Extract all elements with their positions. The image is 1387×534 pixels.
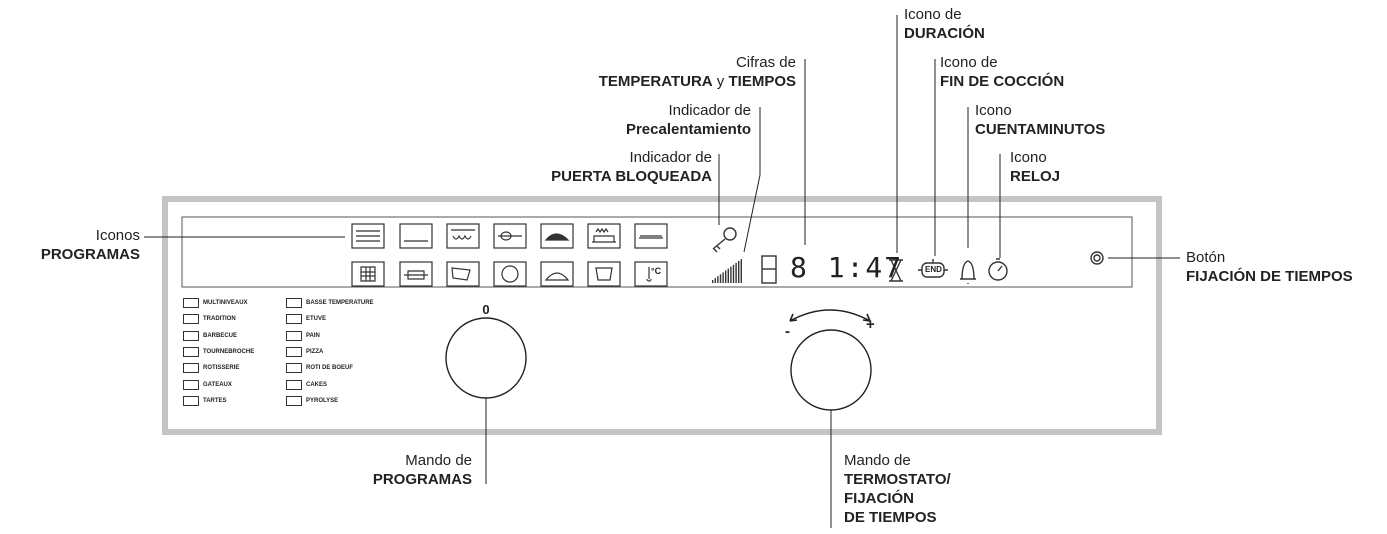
minus-sign: -	[785, 323, 790, 340]
legend-item-label: GATEAUX	[203, 381, 232, 388]
preheat-bar	[712, 280, 714, 283]
legend-icon-box	[286, 314, 302, 325]
legend-item-label: TOURNEBROCHE	[203, 348, 255, 355]
legend-item-label: PIZZA	[306, 348, 324, 355]
legend-item-label: BASSE TEMPERATURE	[306, 300, 374, 306]
tournebroche-icon	[493, 223, 527, 249]
display-time: 8 1:47	[790, 251, 904, 284]
legend-item-label: TARTES	[203, 397, 227, 404]
legend-icon-box	[286, 363, 302, 374]
preheat-bar	[730, 266, 732, 283]
legend-icon-box	[286, 379, 302, 390]
preheat-bar	[740, 259, 742, 283]
preheat-bar	[719, 274, 722, 283]
preheat-bar	[735, 262, 737, 283]
legend-icon-box	[286, 346, 302, 357]
leader-lines	[144, 15, 1180, 528]
pizza-icon	[493, 261, 527, 287]
bell-icon	[960, 260, 976, 284]
plus-sign: +	[866, 316, 875, 333]
basse-temperature-icon	[634, 261, 668, 287]
preheat-bars	[712, 259, 742, 283]
legend-icon-box	[183, 314, 199, 325]
knob-zero-label: 0	[482, 302, 490, 317]
legend-item-label: PYROLYSE	[306, 397, 339, 404]
pain-icon	[540, 261, 574, 287]
legend-item-label: PAIN	[306, 332, 320, 339]
thermostat-knob	[790, 329, 872, 411]
oven-control-panel	[162, 196, 1162, 435]
puerta-bloqueada-label: Indicador de PUERTA BLOQUEADA	[551, 149, 712, 185]
legend-icon-box	[183, 298, 199, 308]
preheat-bar	[717, 276, 719, 283]
preheat-bar	[714, 278, 716, 283]
digit-box	[761, 255, 777, 284]
preheat-bar	[732, 264, 735, 283]
legend-item-label: MULTINIVEAUX	[203, 300, 248, 306]
boton-fijacion-label: Botón FIJACIÓN DE TIEMPOS	[1186, 249, 1353, 285]
iconos-programas-label: Iconos PROGRAMAS	[40, 227, 140, 263]
mando-programas-label: Mando de PROGRAMAS	[372, 452, 472, 488]
legend-icon-box	[183, 363, 199, 374]
legend-item-label: ROTISSERIE	[203, 365, 240, 372]
thermo-unit: °C	[651, 266, 662, 276]
preheat-bar	[738, 261, 740, 283]
program-icons-row-2	[351, 261, 668, 287]
precalentamiento-label: Indicador de Precalentamiento	[625, 102, 751, 138]
reloj-label: Icono RELOJ	[1010, 149, 1061, 185]
mando-termostato-label: Mando de TERMOSTATO/ FIJACIÓN DE TIEMPOS	[844, 452, 951, 526]
gateaux-icon	[587, 223, 621, 249]
legend-icon-box	[183, 330, 199, 341]
tradition-icon	[399, 223, 433, 249]
hourglass-icon	[889, 259, 903, 282]
cifras-label: Cifras de TEMPERATURA y TIEMPOS	[598, 54, 796, 90]
legend-item-label: ROTI DE BOEUF	[306, 365, 354, 372]
fin-coccion-label: Icono de FIN DE COCCIÓN	[940, 54, 1065, 90]
legend-item-label: BARBECUE	[203, 332, 238, 339]
legend-icon-box	[286, 298, 302, 308]
program-icons-row-1	[351, 223, 668, 249]
roti-de-boeuf-icon	[446, 261, 480, 287]
thermostat-arrow	[789, 309, 871, 322]
preheat-bar	[722, 272, 724, 283]
legend-item-label: TRADITION	[203, 316, 236, 323]
rotisserie-icon	[540, 223, 574, 249]
display-window	[181, 216, 1133, 288]
programs-knob	[445, 317, 527, 399]
cuentaminutos-label: Icono CUENTAMINUTOS	[975, 102, 1106, 138]
legend-icon-box	[183, 379, 199, 390]
preheat-bar	[727, 268, 729, 283]
preheat-bar	[725, 270, 727, 283]
legend-item-label: CAKES	[306, 381, 328, 388]
end-icon	[918, 259, 948, 278]
duracion-label: Icono de DURACIÓN	[904, 6, 985, 42]
end-icon-text: END	[925, 265, 942, 274]
barbecue-icon	[446, 223, 480, 249]
multiniveaux-icon	[351, 223, 385, 249]
clock-icon	[988, 258, 1008, 281]
etuve-icon	[587, 261, 621, 287]
tartes-icon	[634, 223, 668, 249]
pyrolyse-icon	[351, 261, 385, 287]
legend-item-label: ETUVE	[306, 316, 327, 323]
key-icon	[712, 227, 737, 253]
legend-icon-box	[183, 346, 199, 357]
time-setting-button-icon	[1090, 251, 1104, 265]
legend-icon-box	[183, 395, 199, 406]
cakes-icon	[399, 261, 433, 287]
legend-icon-box	[286, 330, 302, 341]
legend-icon-box	[286, 395, 302, 406]
